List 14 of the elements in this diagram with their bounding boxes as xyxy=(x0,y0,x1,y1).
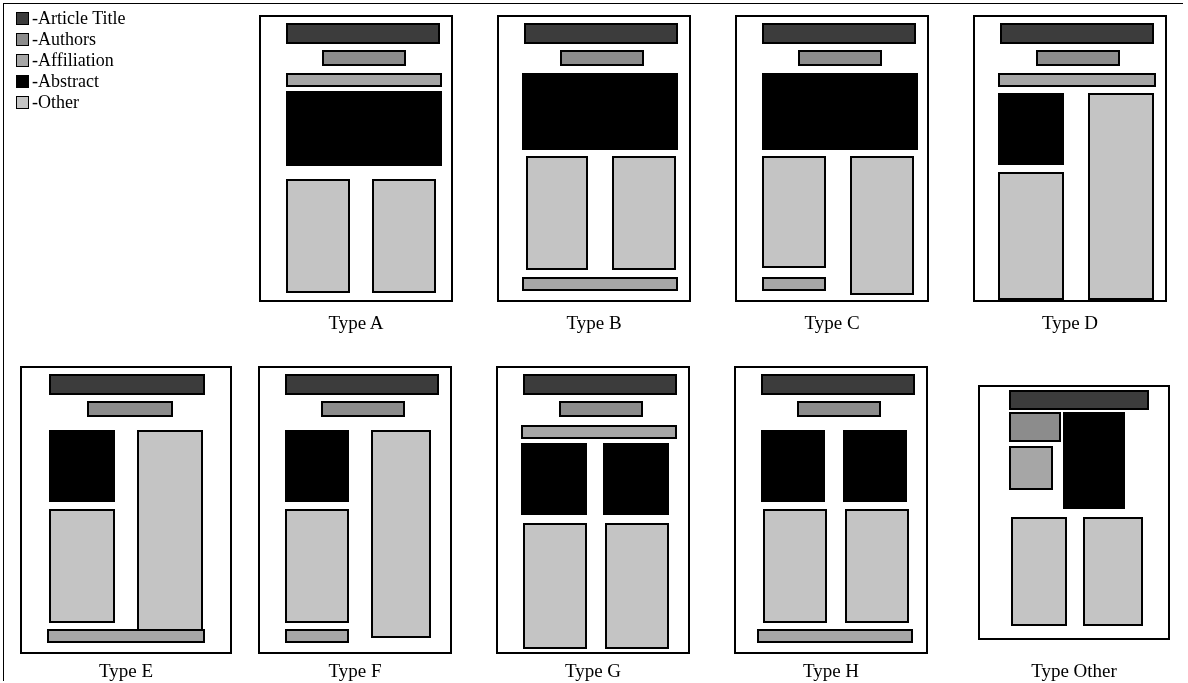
legend-label: -Affiliation xyxy=(32,50,114,71)
type-caption: Type Other xyxy=(1030,660,1118,682)
type-caption: Type G xyxy=(563,660,623,682)
type-caption: Type A xyxy=(327,312,385,334)
legend-label: -Abstract xyxy=(32,71,99,92)
type-caption: Type B xyxy=(565,312,623,334)
type-caption: Type D xyxy=(1040,312,1100,334)
type-caption: Type H xyxy=(801,660,861,682)
type-caption: Type C xyxy=(803,312,861,334)
legend-label: -Authors xyxy=(32,29,96,50)
legend-label: -Other xyxy=(32,92,79,113)
type-caption: Type E xyxy=(97,660,155,682)
type-caption: Type F xyxy=(327,660,383,682)
legend-label: -Article Title xyxy=(32,8,126,29)
